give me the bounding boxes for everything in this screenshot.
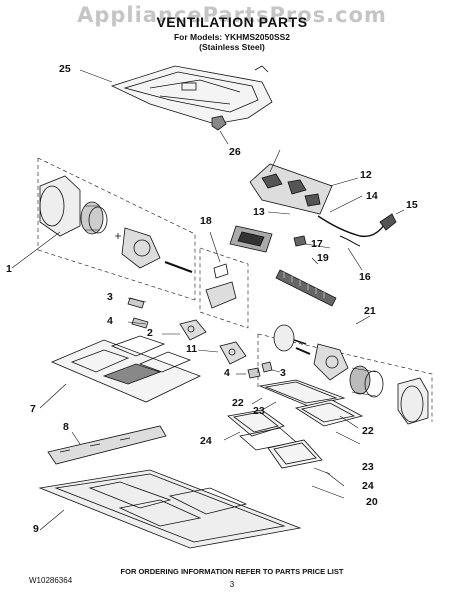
callout-24-right: 24 <box>362 480 374 492</box>
callout-14: 14 <box>366 190 378 202</box>
callout-19: 19 <box>317 252 329 264</box>
callout-22-bottom: 22 <box>362 425 374 437</box>
callout-11: 11 <box>186 343 198 355</box>
callout-2: 2 <box>147 327 153 339</box>
callout-15: 15 <box>406 199 418 211</box>
bracket-part <box>205 231 237 309</box>
bolt-part-a <box>127 297 149 329</box>
hinge-block-part-b <box>219 341 247 365</box>
callout-8: 8 <box>63 421 69 433</box>
page-number: 3 <box>229 580 235 589</box>
hinge-block-part <box>179 319 207 341</box>
callout-16: 16 <box>359 271 371 283</box>
right-assembly-outline <box>257 333 433 422</box>
clip-part <box>211 115 229 145</box>
callout-26: 26 <box>229 146 241 158</box>
left-assembly-outline <box>37 157 196 301</box>
callout-23-bottom: 23 <box>362 461 374 473</box>
callout-7: 7 <box>30 403 36 415</box>
control-panel-part <box>249 163 359 215</box>
light-lens-part <box>229 225 273 253</box>
callout-25: 25 <box>59 63 71 75</box>
callout-20: 20 <box>366 496 378 508</box>
callout-24-left: 24 <box>200 435 212 447</box>
bracket-outline <box>199 247 249 329</box>
grille-bar-part <box>275 269 337 307</box>
blower-motor-part <box>273 315 429 425</box>
callout-12: 12 <box>360 169 372 181</box>
callout-18: 18 <box>200 215 212 227</box>
callout-3-left: 3 <box>107 291 113 303</box>
finish-line: (Stainless Steel) <box>199 42 265 52</box>
rail-part <box>47 425 167 465</box>
model-line: For Models: YKHMS2050SS2 <box>173 32 291 42</box>
bottom-plate-part <box>38 469 302 549</box>
wire-harness-part <box>317 209 405 247</box>
callout-1: 1 <box>6 263 12 275</box>
callout-23-top: 23 <box>253 405 265 417</box>
callout-9: 9 <box>33 523 39 535</box>
watermark: AppliancePartsPros.com <box>77 3 387 27</box>
bolt-part-b <box>247 361 273 379</box>
ordering-info: FOR ORDERING INFORMATION REFER TO PARTS … <box>120 567 344 576</box>
callout-17: 17 <box>311 238 323 250</box>
filter-tray-part <box>39 335 202 409</box>
callout-21: 21 <box>364 305 376 317</box>
callout-13: 13 <box>253 206 265 218</box>
document-number: W10286364 <box>29 576 73 585</box>
callout-22-top: 22 <box>232 397 244 409</box>
callout-4-left: 4 <box>107 315 113 327</box>
fan-housing-left <box>11 175 193 273</box>
leader-lines <box>127 149 363 499</box>
grease-filter-part <box>227 379 364 475</box>
top-panel-part <box>79 65 273 125</box>
connector-part <box>293 235 331 249</box>
callout-4-right: 4 <box>224 367 230 379</box>
callout-3-right: 3 <box>280 367 286 379</box>
page-title: VENTILATION PARTS <box>156 14 308 30</box>
